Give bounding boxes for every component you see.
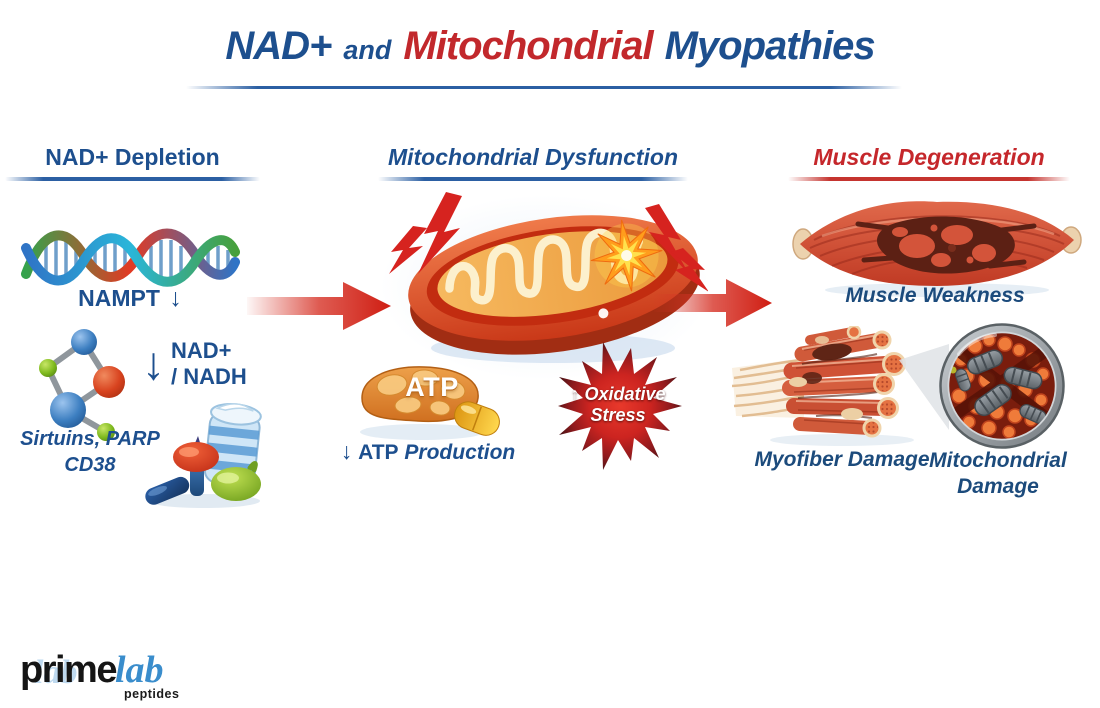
atp-badge: ATP: [405, 372, 459, 402]
header-mitochondrial-dysfunction: Mitochondrial Dysfunction: [387, 144, 679, 170]
sirtuins-line1: Sirtuins, PARP: [20, 428, 160, 450]
header-underline-1: [5, 177, 260, 181]
muscle-weakness-label: Muscle Weakness: [845, 284, 1025, 307]
logo-peptides: peptides: [124, 687, 180, 701]
atp-capsule-icon: [360, 366, 500, 440]
mito-damage-line1: Mitochondrial: [929, 449, 1067, 472]
up-arrow-icon: ↑: [570, 384, 580, 404]
title-nad: NAD+: [225, 24, 332, 68]
logo-prime: prime: [20, 649, 117, 691]
down-arrow-icon: ↓: [169, 284, 182, 312]
logo-lab: lab: [114, 649, 164, 691]
dna-helix-icon: [21, 228, 240, 287]
sirtuins-parp-cd38-label: Sirtuins, PARP CD38: [6, 426, 174, 478]
down-arrow-icon: ↓: [142, 337, 165, 390]
stress-word: Stress: [590, 405, 646, 425]
nad-line: NAD+: [171, 338, 232, 363]
atp-word: ATP: [358, 441, 399, 464]
mito-damage-line2: Damage: [957, 475, 1039, 498]
title-myopathies: Myopathies: [664, 24, 876, 68]
nampt-label: NAMPT ↓: [30, 284, 230, 313]
oxidative-line1: ↑ Oxidative: [540, 384, 696, 405]
mitochondrial-damage-label: Mitochondrial Damage: [908, 448, 1088, 500]
flow-arrow-1-icon: [247, 282, 391, 330]
myofiber-damage-label: Myofiber Damage: [754, 448, 930, 471]
oxidative-stress-label: ↑ Oxidative Stress: [540, 384, 696, 426]
header-muscle-degeneration: Muscle Degeneration: [813, 144, 1045, 170]
logo-echo-text: lab: [34, 654, 78, 691]
flow-arrow-2-icon: [654, 279, 772, 327]
enzyme-shapes-icon: [145, 402, 262, 508]
damaged-muscle-icon: [792, 201, 1082, 297]
down-arrow-icon: ↓: [340, 438, 353, 464]
header-underline-3: [788, 177, 1070, 181]
nad-nadh-label: ↓ NAD+ / NADH: [142, 338, 247, 390]
atp-production-label: ↓ ATP Production: [338, 438, 518, 465]
mitochondrial-damage-lens-icon: [899, 323, 1065, 449]
oxidative-stress-starburst-icon: [558, 342, 682, 470]
myofiber-bundle-icon: [732, 326, 914, 446]
nad-nadh-lines: NAD+ / NADH: [171, 338, 247, 390]
nad-molecule-icon: [39, 329, 125, 441]
production-word: Production: [404, 441, 516, 464]
title-underline: [186, 86, 902, 89]
header-nad-depletion: NAD+ Depletion: [45, 144, 220, 170]
sirtuins-line2: CD38: [64, 454, 116, 476]
title-and: and: [343, 35, 392, 65]
nampt-text: NAMPT: [78, 285, 160, 311]
page-title: NAD+ and Mitochondrial Myopathies: [0, 24, 1100, 69]
damaged-mitochondrion-icon: [389, 192, 708, 363]
title-mitochondrial: Mitochondrial: [403, 24, 653, 68]
primelab-logo: lab primelab peptides: [20, 648, 260, 704]
nadh-line: / NADH: [171, 364, 247, 389]
header-underline-2: [378, 177, 688, 181]
logo-wordmark: primelab: [20, 648, 164, 692]
oxidative-word: Oxidative: [584, 384, 666, 404]
